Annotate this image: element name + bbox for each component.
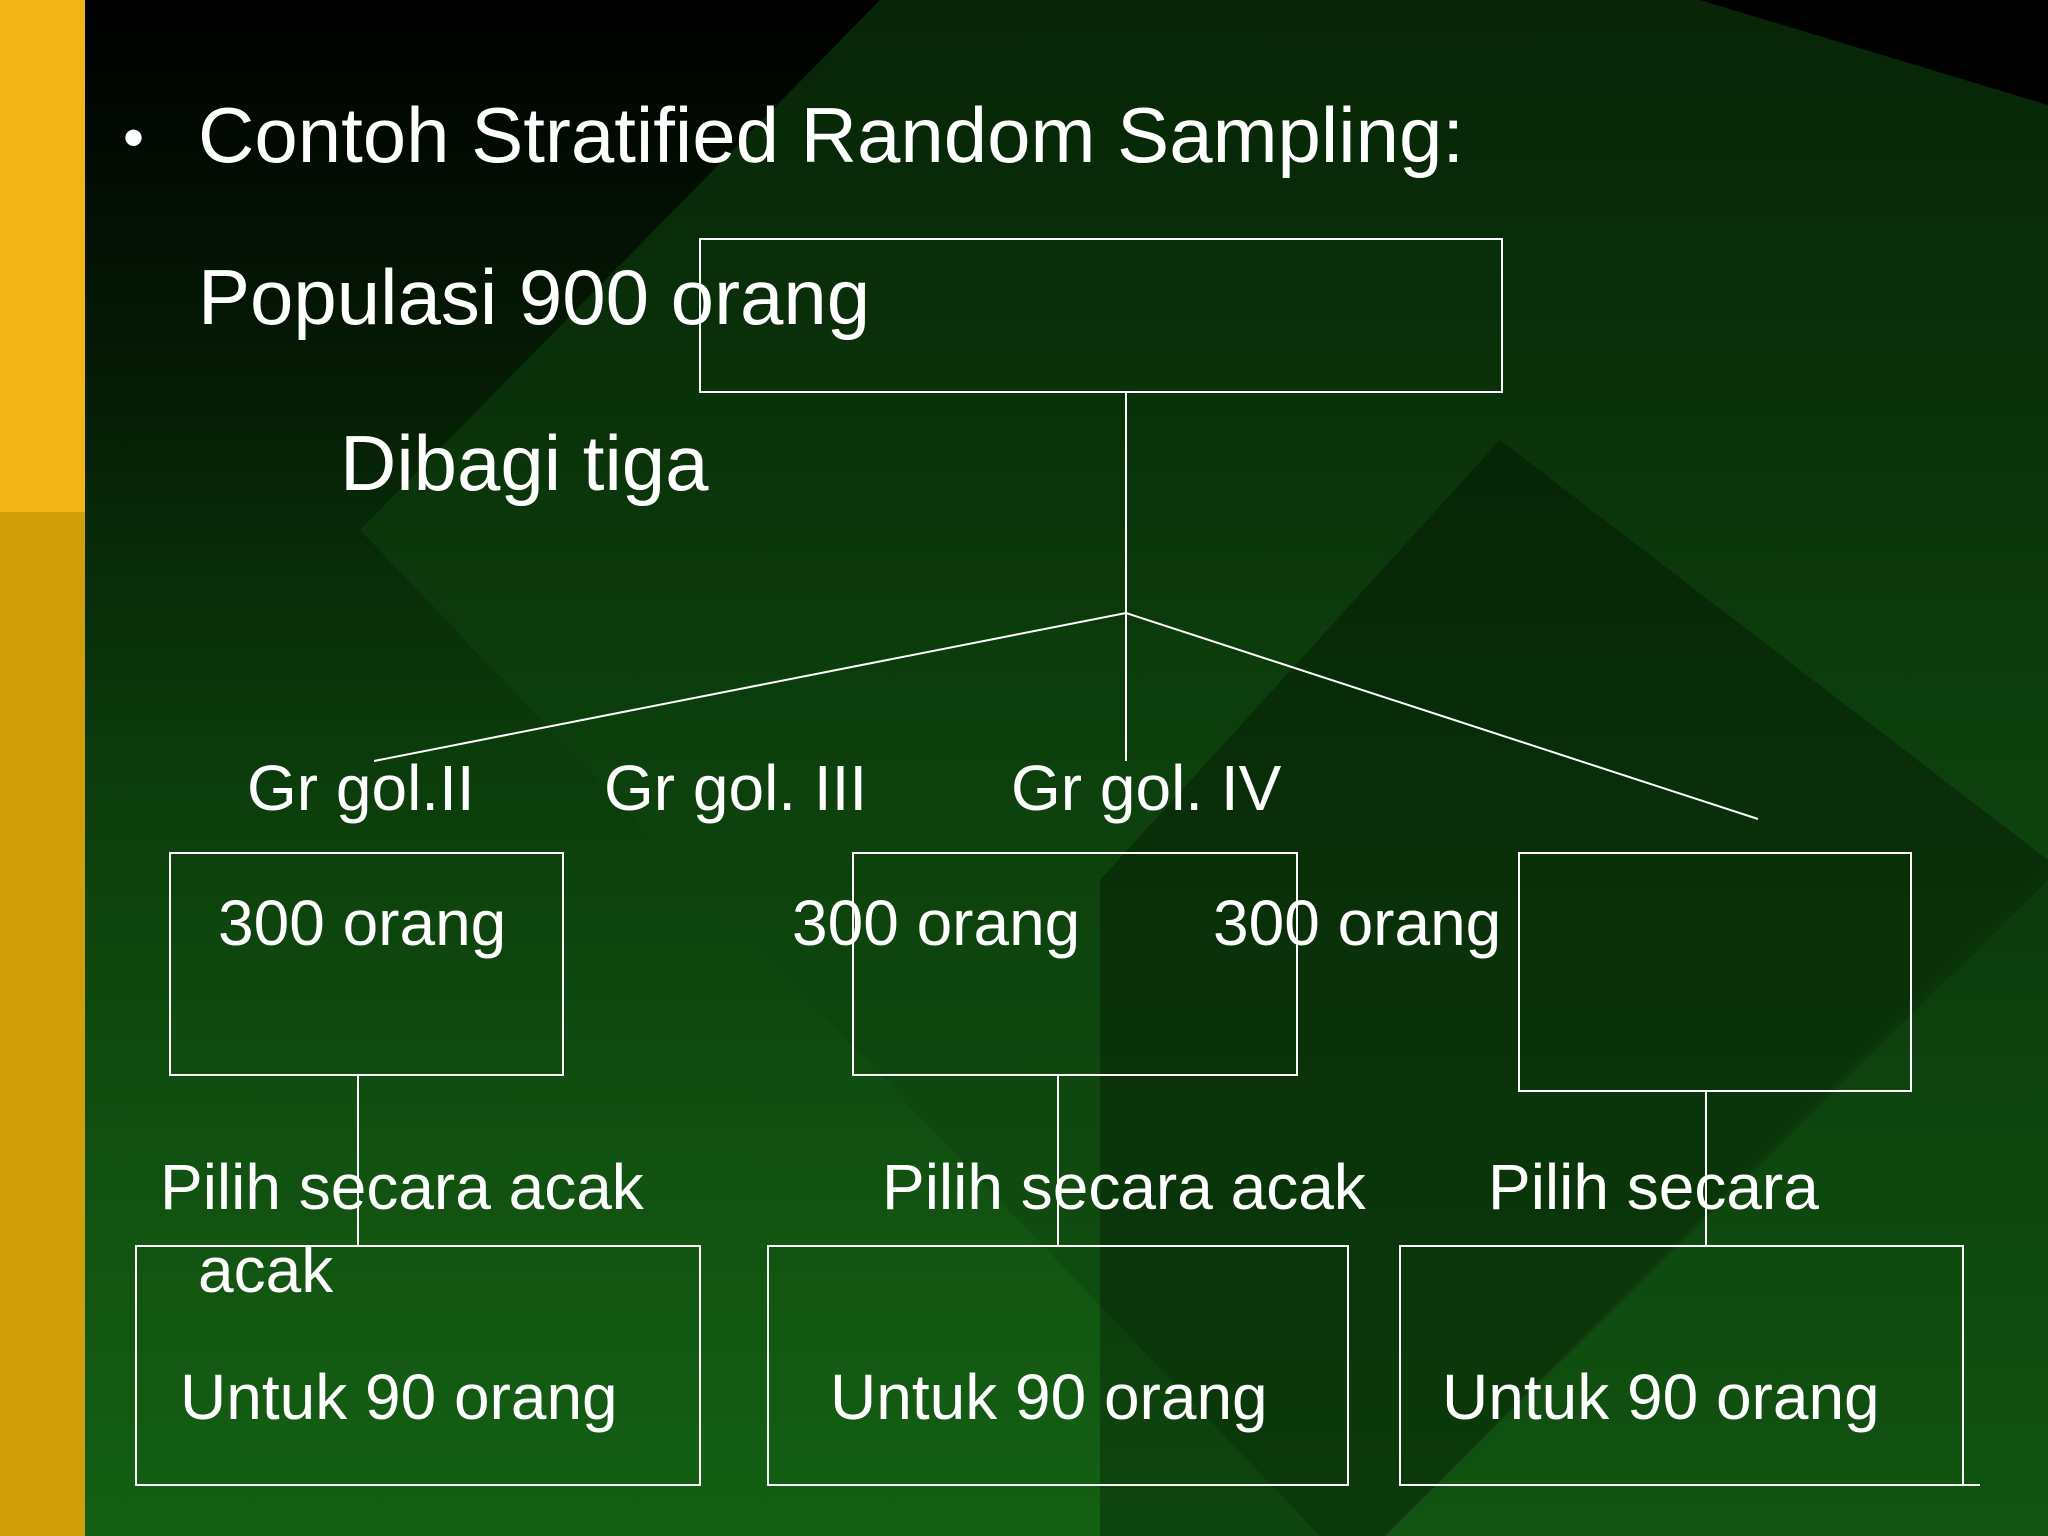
group-count-3: 300 orang (1213, 887, 1502, 959)
population-box (699, 238, 1503, 393)
group-count-2: 300 orang (792, 887, 1081, 959)
group-label-1: Gr gol.II (247, 752, 475, 824)
bg-right-dark-panel (1100, 440, 2048, 1536)
bg-dark-wedge (1700, 0, 2048, 105)
select-label-3: Pilih secara (1488, 1151, 1819, 1223)
slide-title: Contoh Stratified Random Sampling: (198, 91, 1465, 179)
group-box-1 (169, 852, 564, 1076)
connector-branch-left (373, 612, 1127, 762)
result-box-3 (1399, 1245, 1964, 1486)
select-label-1: Pilih secara acak (160, 1151, 644, 1223)
group-label-2: Gr gol. III (604, 752, 868, 824)
group-label-3: Gr gol. IV (1011, 752, 1282, 824)
result-box-2 (767, 1245, 1349, 1486)
bg-diamond (360, 0, 2048, 1536)
divided-label: Dibagi tiga (340, 419, 709, 507)
accent-bar-top (0, 0, 85, 512)
connector-branch-right (1125, 612, 1759, 820)
result-label-2: Untuk 90 orang (830, 1361, 1268, 1433)
bg-lower-shade (900, 880, 2048, 1536)
population-label: Populasi 900 orang (198, 253, 871, 341)
group-box-3 (1518, 852, 1912, 1092)
result-box-1 (135, 1245, 701, 1486)
result-label-3: Untuk 90 orang (1442, 1361, 1880, 1433)
accent-bar-bottom (0, 512, 85, 1536)
title-bullet: • (123, 104, 145, 171)
group-count-1: 300 orang (218, 887, 507, 959)
result-label-1: Untuk 90 orang (180, 1361, 618, 1433)
select-label-1-line2: acak (198, 1234, 334, 1306)
select-label-2: Pilih secara acak (882, 1151, 1366, 1223)
group-box-2 (852, 852, 1298, 1076)
diagram-lines (135, 238, 1980, 1486)
